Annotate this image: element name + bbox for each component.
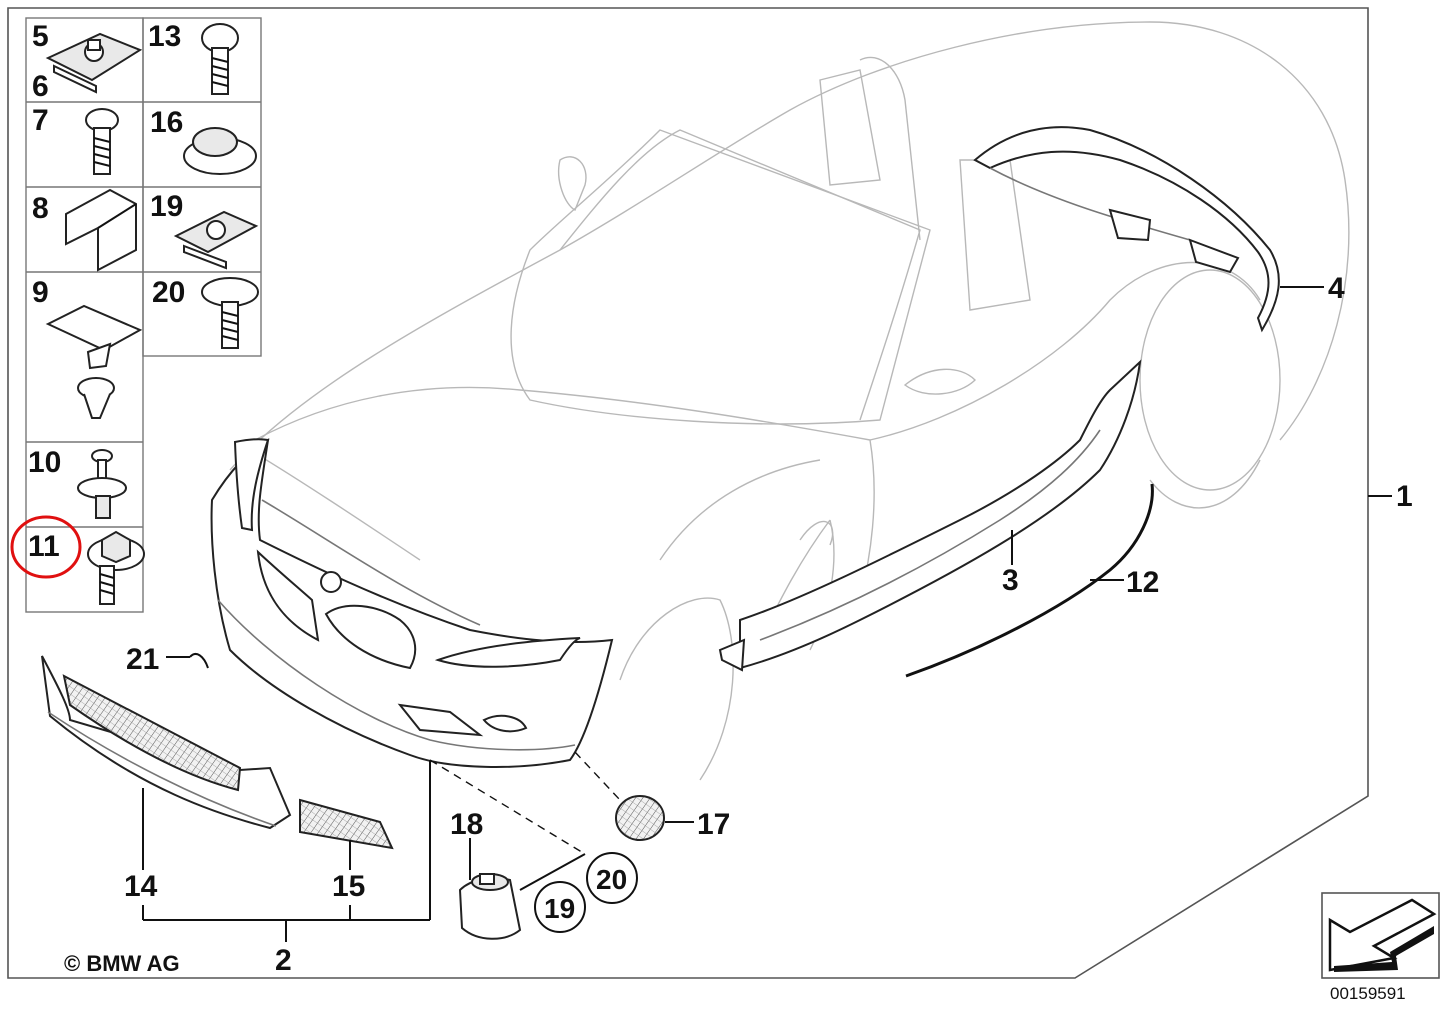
bracket-icon <box>65 188 137 272</box>
grid-label-13: 13 <box>148 20 181 53</box>
lower-grille <box>41 655 292 830</box>
front-bumper <box>210 438 614 768</box>
grid-label-20: 20 <box>152 276 185 309</box>
grid-label-9: 9 <box>32 276 49 309</box>
grommet-icon <box>183 127 257 175</box>
grid-label-6: 6 <box>32 70 49 103</box>
callout-12: 12 <box>1126 566 1159 599</box>
callout-2: 2 <box>275 944 292 977</box>
callout-21: 21 <box>126 643 159 676</box>
clip-nut-small-icon <box>173 210 259 270</box>
callout-20: 20 <box>596 864 627 895</box>
side-skirt <box>718 359 1142 672</box>
callout-18: 18 <box>450 808 483 841</box>
expanding-rivet-icon <box>77 449 127 519</box>
callout-14: 14 <box>124 870 158 903</box>
grid-label-8: 8 <box>32 192 49 225</box>
sensor-holder <box>458 873 522 940</box>
grid-label-7: 7 <box>32 104 49 137</box>
leader-lines <box>142 286 1392 942</box>
callout-15: 15 <box>332 870 365 903</box>
washer-screw-icon <box>201 277 259 349</box>
nav-arrow-icon[interactable] <box>1321 892 1440 979</box>
grid-label-16: 16 <box>150 106 183 139</box>
rear-spoiler-trim <box>973 126 1280 333</box>
tapping-screw-icon <box>201 23 239 95</box>
grid-label-10: 10 <box>28 446 61 479</box>
trim-strip <box>905 483 1154 678</box>
hex-screw-icon <box>87 530 145 605</box>
highlight-circle <box>10 515 82 579</box>
callout-19: 19 <box>544 893 575 924</box>
grid-label-19: 19 <box>150 190 183 223</box>
grid-label-11: 11 <box>28 530 60 563</box>
side-grille <box>299 798 394 850</box>
copyright: © BMW AG <box>64 951 180 976</box>
diagram-frame <box>7 7 1369 979</box>
callout-4: 4 <box>1328 272 1345 305</box>
fog-light-cover <box>615 795 665 841</box>
grid-label-5: 5 <box>32 20 49 53</box>
callout-3: 3 <box>1002 564 1019 597</box>
callout-circle-20 <box>586 852 638 904</box>
clip-nut-icon <box>45 32 143 94</box>
document-number: 00159591 <box>1330 984 1406 1003</box>
holder-rivet-icon <box>45 304 143 419</box>
screw-icon <box>85 108 119 175</box>
callout-1: 1 <box>1396 480 1413 513</box>
callout-17: 17 <box>697 808 730 841</box>
callout-circle-19 <box>534 881 586 933</box>
small-parts-grid: 5 6 7 8 9 10 11 13 16 19 20 <box>10 17 262 613</box>
